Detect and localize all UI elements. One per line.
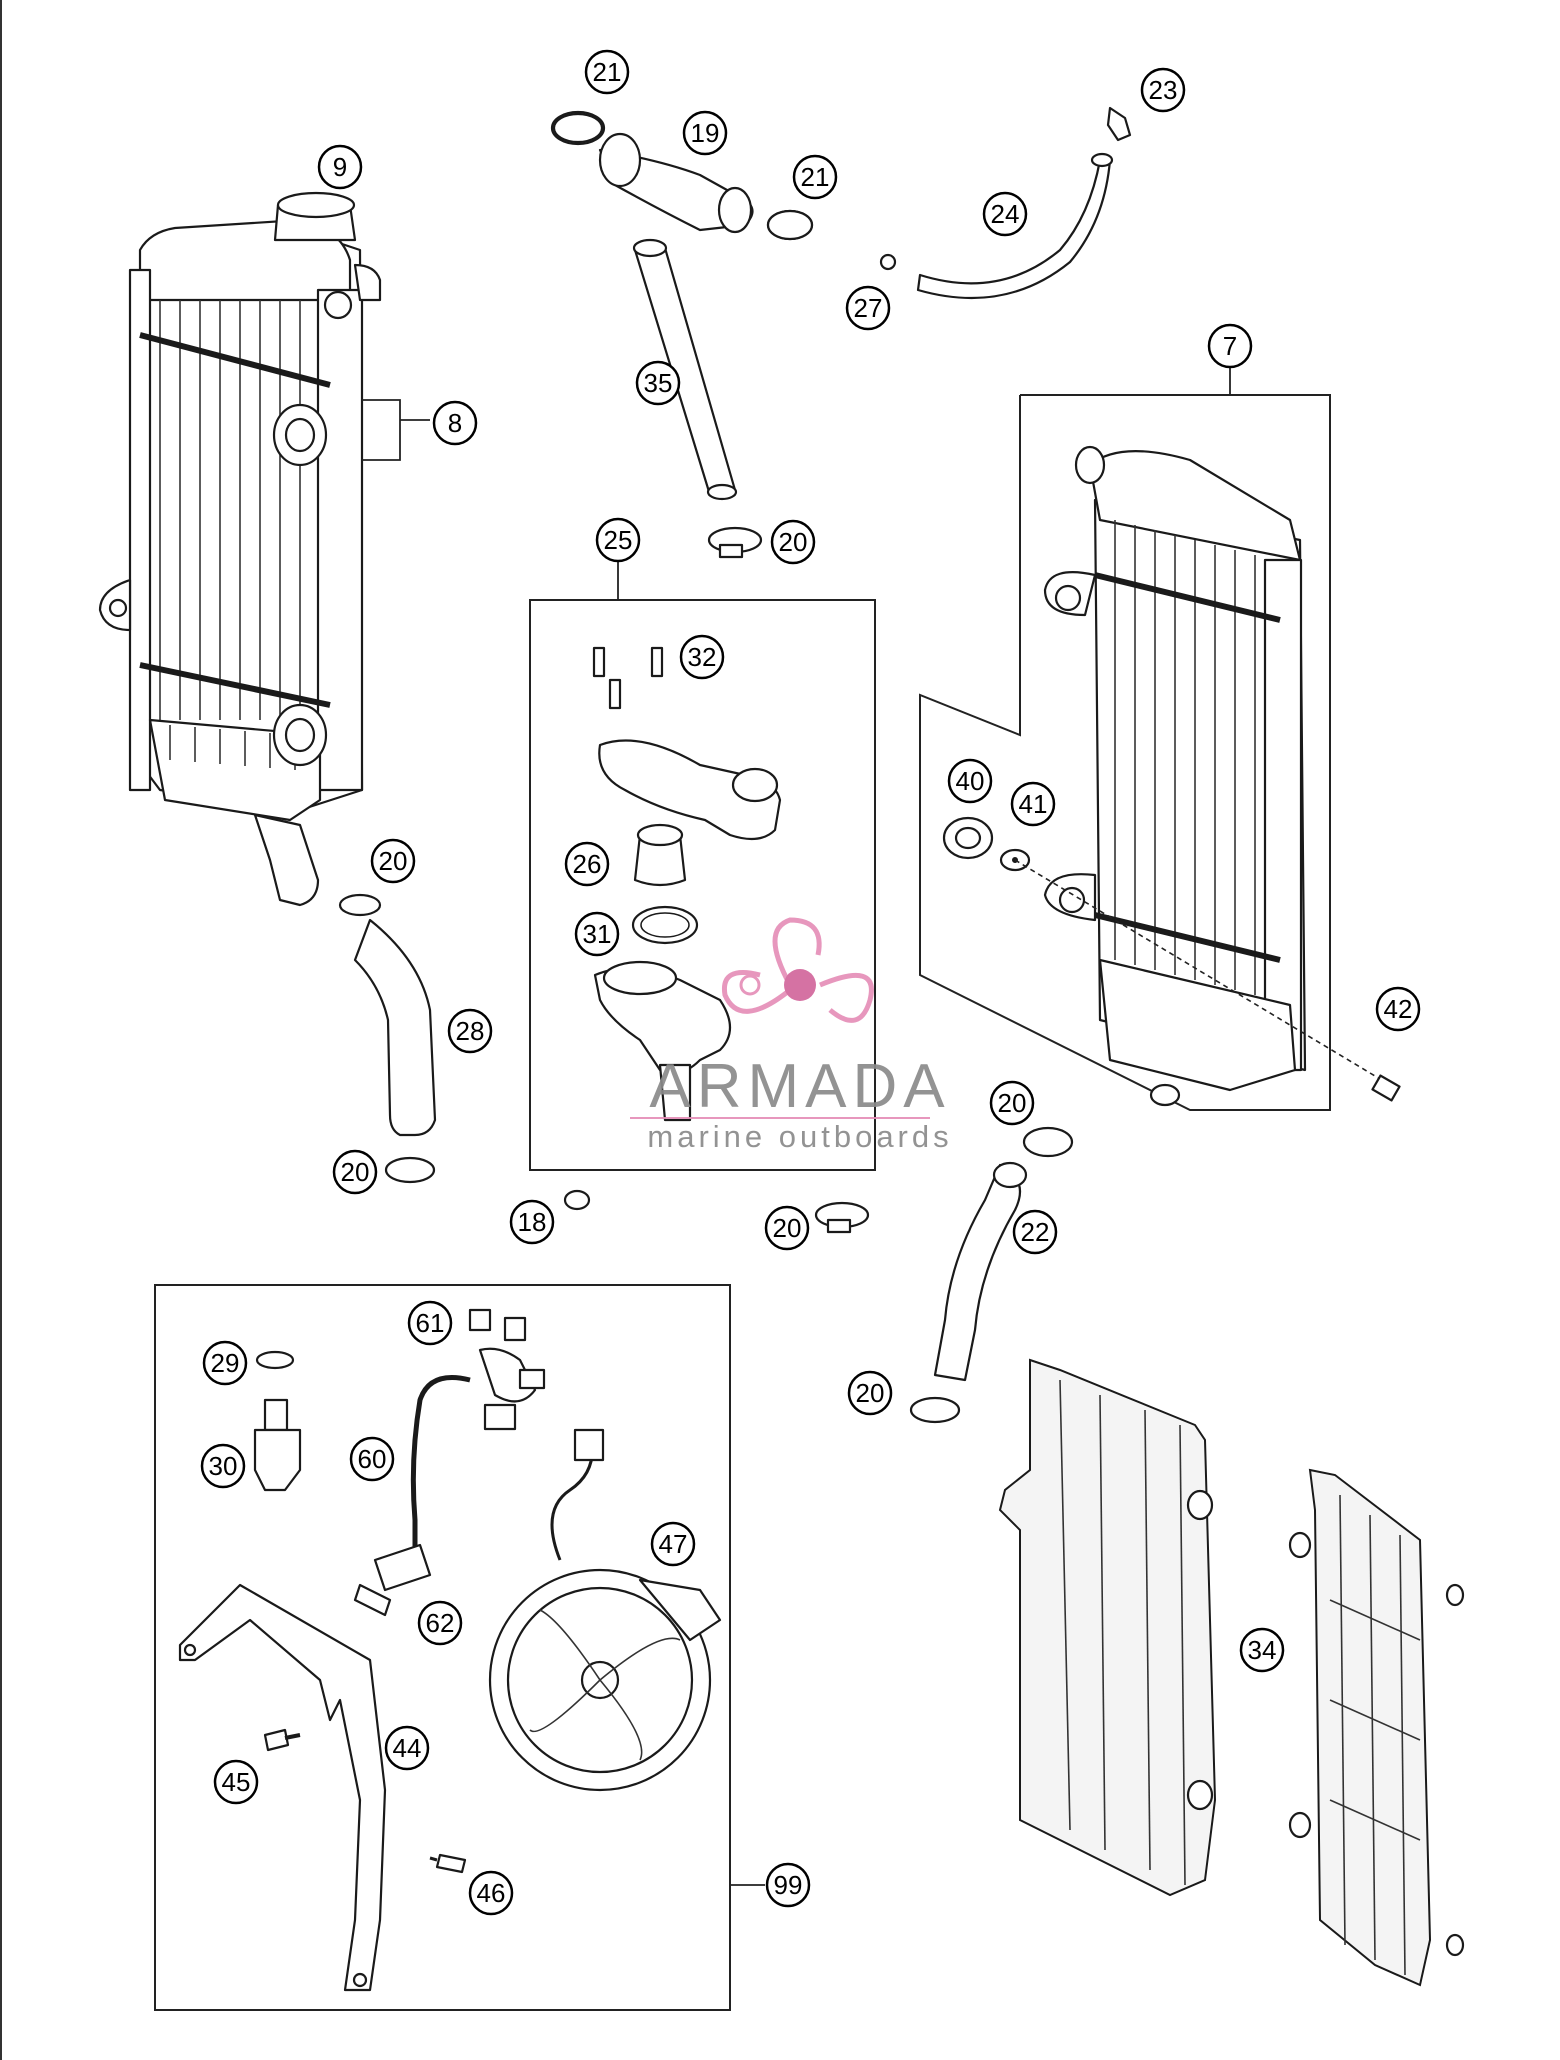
hose-19-pipe-35 [550,110,814,501]
callout-62: 62 [417,1600,463,1646]
callout-label: 26 [573,849,602,879]
callout-21-right: 21 [792,154,838,200]
fan-assembly-box [154,1284,765,2011]
clamp-21-right [766,209,814,241]
clamp-20-upper [707,526,763,559]
callout-31: 31 [574,911,620,957]
callout-34: 34 [1239,1627,1285,1673]
callout-19: 19 [682,110,728,156]
callout-label: 35 [644,368,673,398]
callout-label: 9 [333,152,347,182]
callout-label: 45 [222,1767,251,1797]
callout-label: 29 [211,1348,240,1378]
callout-20-right: 20 [989,1080,1035,1126]
callout-9: 9 [317,144,363,190]
armada-watermark: ARMADA marine outboards [630,917,952,1154]
callout-label: 99 [774,1870,803,1900]
callout-label: 40 [956,766,985,796]
hose-24 [879,106,1132,300]
callout-32: 32 [679,634,725,680]
callout-label: 41 [1019,789,1048,819]
callout-25: 25 [595,517,641,563]
callout-label: 27 [854,293,883,323]
right-radiator-assembly [919,360,1401,1111]
callout-27: 27 [845,285,891,331]
callout-41: 41 [1010,781,1056,827]
callout-label: 47 [659,1529,688,1559]
callout-label: 62 [426,1608,455,1638]
callout-99: 99 [765,1862,811,1908]
callout-label: 61 [416,1308,445,1338]
callout-24: 24 [982,191,1028,237]
callout-label: 8 [448,408,462,438]
thermostat-assembly-box [529,560,876,1171]
callout-44: 44 [384,1725,430,1771]
callout-60: 60 [349,1436,395,1482]
callout-20-bottom-right: 20 [847,1370,893,1416]
callout-label: 44 [393,1733,422,1763]
callout-35: 35 [635,360,681,406]
callout-label: 32 [688,642,717,672]
callout-22: 22 [1012,1209,1058,1255]
callout-26: 26 [564,841,610,887]
callout-label: 18 [518,1207,547,1237]
callout-label: 20 [773,1213,802,1243]
callout-40: 40 [947,758,993,804]
propeller-logo-icon [721,917,874,1023]
left-radiator [98,191,430,907]
callout-23: 23 [1140,67,1186,113]
callout-47: 47 [650,1521,696,1567]
callout-label: 22 [1021,1217,1050,1247]
watermark-tagline: marine outboards [647,1119,952,1154]
clamp-18 [563,1189,591,1211]
callout-label: 23 [1149,75,1178,105]
callout-7: 7 [1207,323,1253,369]
hose-22 [909,1126,1074,1424]
callout-18: 18 [509,1199,555,1245]
callout-28: 28 [447,1008,493,1054]
callout-46: 46 [468,1870,514,1916]
callout-20-mid: 20 [764,1205,810,1251]
callout-20-lower-left: 20 [332,1149,378,1195]
callout-label: 20 [856,1378,885,1408]
callout-45: 45 [213,1759,259,1805]
callout-label: 24 [991,199,1020,229]
callout-label: 7 [1223,331,1237,361]
callout-label: 34 [1248,1635,1277,1665]
callout-30: 30 [200,1443,246,1489]
radiator-shroud-34 [998,1358,1465,1987]
callout-label: 19 [691,118,720,148]
callout-label: 28 [456,1016,485,1046]
callout-label: 20 [341,1157,370,1187]
callout-label: 21 [801,162,830,192]
callout-label: 25 [604,525,633,555]
callout-20-left: 20 [370,838,416,884]
callout-42: 42 [1375,986,1421,1032]
callout-label: 46 [477,1878,506,1908]
callout-20-upper: 20 [770,519,816,565]
callout-label: 20 [379,846,408,876]
callout-label: 21 [593,57,622,87]
watermark-brand: ARMADA [649,1052,950,1121]
callout-label: 42 [1384,994,1413,1024]
callout-61: 61 [407,1300,453,1346]
callout-label: 30 [209,1451,238,1481]
clamp-21-left [552,112,604,144]
callout-label: 20 [998,1088,1027,1118]
callout-label: 20 [779,527,808,557]
callout-21-top: 21 [584,49,630,95]
hose-28 [338,893,437,1184]
callout-29: 29 [202,1340,248,1386]
callout-label: 31 [583,919,612,949]
callout-label: 60 [358,1444,387,1474]
clamp-20-mid [814,1201,870,1234]
callout-8: 8 [432,400,478,446]
